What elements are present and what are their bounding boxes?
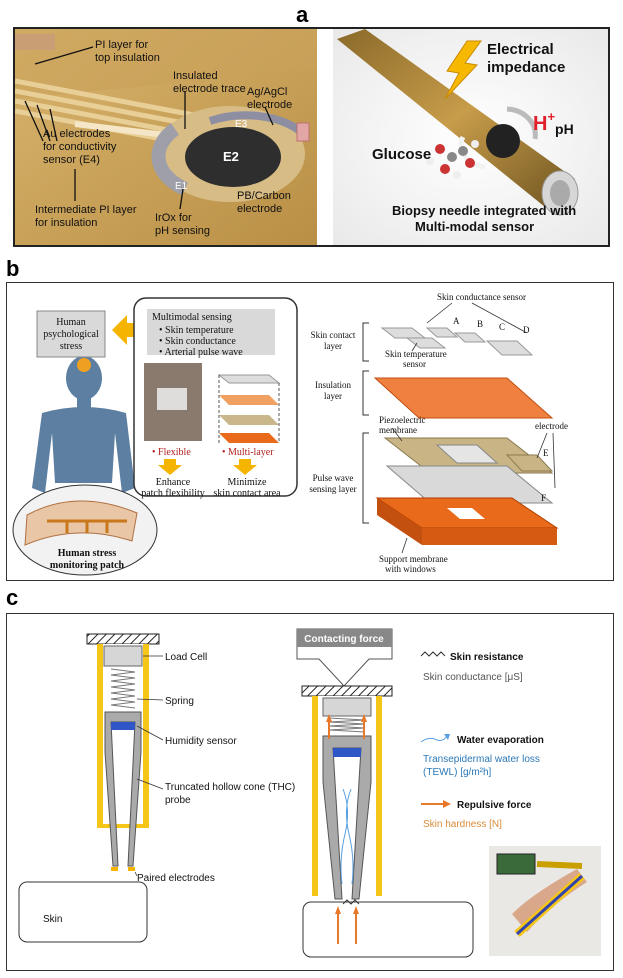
label-paired: Paired electrodes xyxy=(137,873,215,884)
label-skin-cond-sensor: Skin conductance sensor xyxy=(437,292,526,302)
label-ph: pH xyxy=(555,121,574,137)
label-contacting-force: Contacting force xyxy=(304,634,384,645)
label-h: H xyxy=(533,113,547,135)
label-e: E xyxy=(543,448,549,458)
label-hardness: Skin hardness [N] xyxy=(423,819,502,830)
label-e1: E1 xyxy=(175,181,188,192)
label-e3: E3 xyxy=(235,119,248,130)
panel-label-b: b xyxy=(6,256,20,281)
e3-ring xyxy=(208,111,303,135)
panel-label-c: c xyxy=(6,585,19,610)
label-multimodal-item-2: • Arterial pulse wave xyxy=(159,347,243,358)
water-evaporation-icon xyxy=(420,735,448,743)
label-load-cell: Load Cell xyxy=(165,652,207,663)
panel-label-a: a xyxy=(296,2,309,27)
label-multimodal-item-0: • Skin temperature xyxy=(159,325,234,336)
label-repulsive: Repulsive force xyxy=(457,800,532,811)
label-skin-resistance: Skin resistance xyxy=(450,652,524,663)
probe-device-right xyxy=(296,628,474,958)
label-thc: Truncated hollow cone (THC)probe xyxy=(165,782,295,806)
label-humidity: Humidity sensor xyxy=(165,736,237,747)
label-water-evap: Water evaporation xyxy=(457,735,544,746)
handheld-device-photo xyxy=(489,846,601,956)
lightning-icon xyxy=(444,40,482,100)
e2-disk xyxy=(185,127,281,187)
layered-sensor-illustration xyxy=(15,29,317,245)
label-d: D xyxy=(523,325,530,335)
label-f: F xyxy=(541,493,546,503)
multilayer-stack-illustration xyxy=(217,374,281,443)
label-multi-layer: • Multi-layer xyxy=(222,447,274,458)
e1-ring xyxy=(151,123,189,196)
glucose-molecule-icon xyxy=(426,140,479,179)
label-h-sup: + xyxy=(547,109,555,124)
biopsy-needle-illustration xyxy=(333,29,608,245)
arrow-down-icon-1 xyxy=(158,459,182,475)
label-tewl: Transepidermal water loss(TEWL) [g/m²h] xyxy=(423,754,540,778)
label-skin-conductance: Skin conductance [μS] xyxy=(423,672,523,683)
arrow-down-icon-2 xyxy=(233,459,257,475)
repulsive-force-arrow-icon xyxy=(443,800,451,808)
label-c: C xyxy=(499,322,505,332)
brain-stress-icon xyxy=(77,358,91,372)
label-spring: Spring xyxy=(165,696,194,707)
stress-patch-illustration xyxy=(24,500,138,546)
probe-device-left xyxy=(18,633,160,943)
label-multimodal-item-1: • Skin conductance xyxy=(159,336,236,347)
svg-text:H+pH: H+pH xyxy=(533,109,574,137)
label-glucose: Glucose xyxy=(372,146,431,163)
label-b: B xyxy=(477,319,483,329)
label-electrode: electrode xyxy=(535,421,568,431)
label-skin: Skin xyxy=(43,914,62,925)
panel-c: Load Cell Spring Humidity sensor Truncat… xyxy=(6,613,614,971)
label-e2: E2 xyxy=(223,149,239,164)
resistance-zigzag-icon xyxy=(420,651,446,657)
label-multimodal-title: Multimodal sensing xyxy=(152,312,232,323)
label-a: A xyxy=(453,316,460,326)
arrow-left-icon xyxy=(112,315,147,345)
label-flexible: • Flexible xyxy=(152,447,191,458)
human-silhouette-illustration xyxy=(32,356,135,493)
